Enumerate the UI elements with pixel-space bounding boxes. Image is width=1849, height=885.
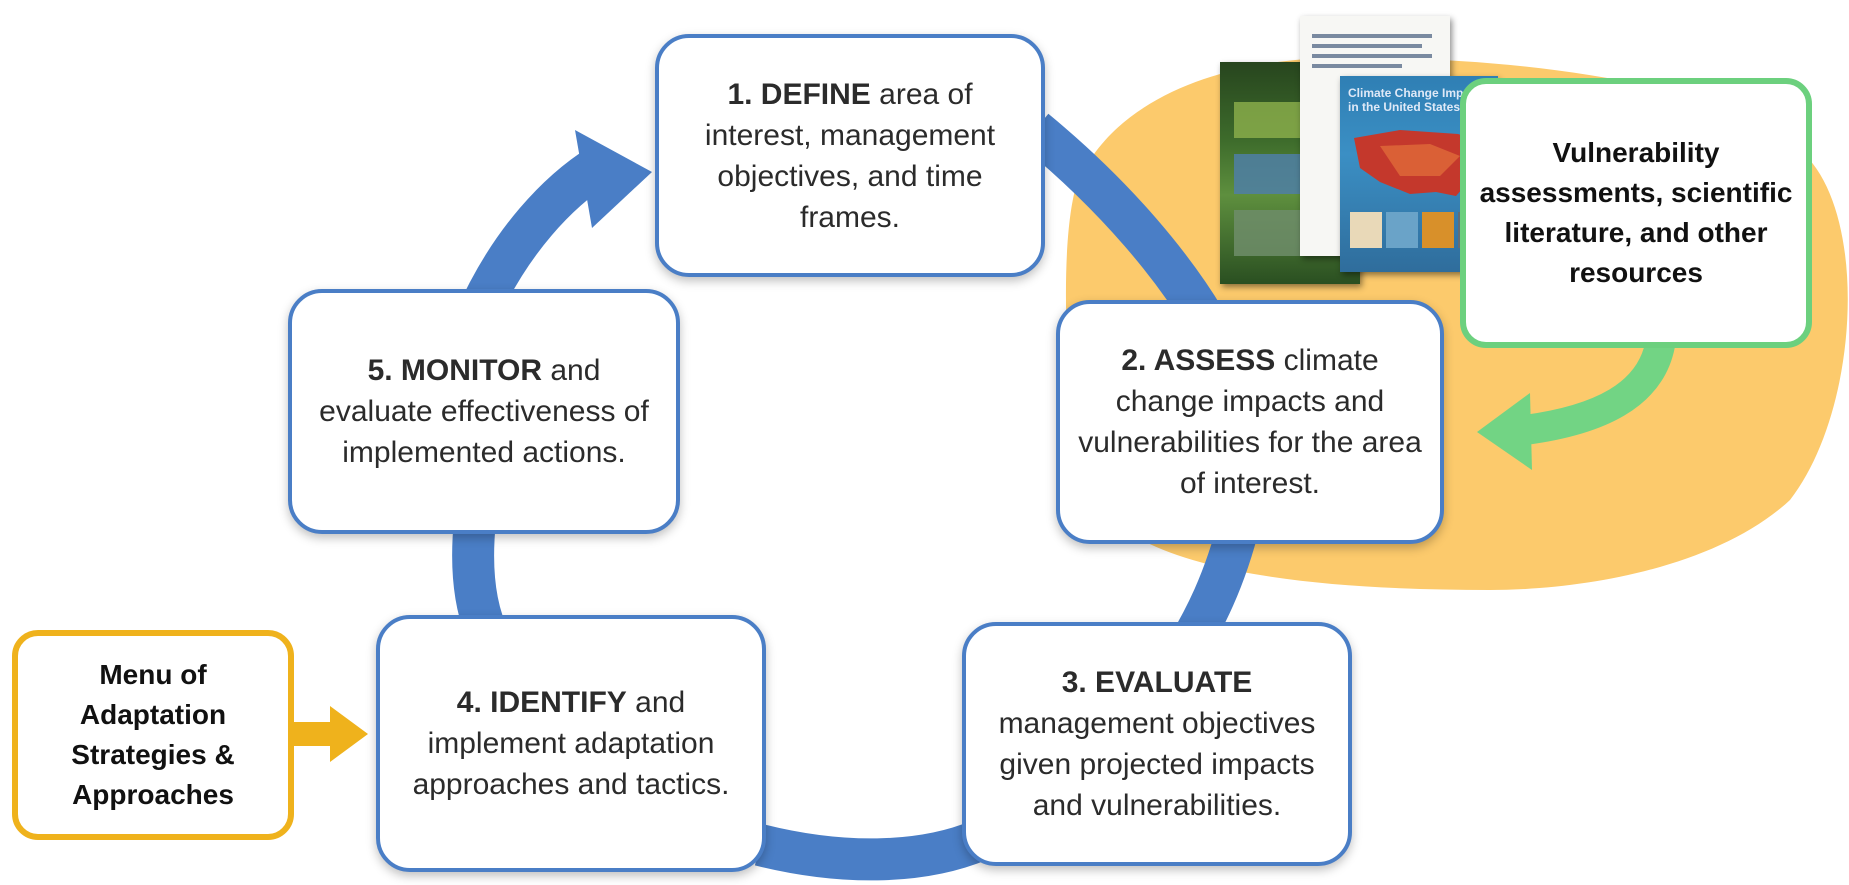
menu-arrowhead <box>330 706 368 762</box>
step-5-monitor-box: 5. MONITOR and evaluate effectiveness of… <box>288 289 680 534</box>
step-3-evaluate-box: 3. EVALUATE management objectives given … <box>962 622 1352 866</box>
step-3-description: management objectives given projected im… <box>998 707 1316 822</box>
resources-label: Vulnerability assessments, scientific li… <box>1479 137 1793 288</box>
step-1-text: 1. DEFINE area of interest, management o… <box>677 74 1023 238</box>
menu-label: Menu of Adaptation Strategies & Approach… <box>71 659 235 810</box>
cover-text-line <box>1312 44 1422 48</box>
menu-arrow-shaft <box>290 722 332 746</box>
menu-box: Menu of Adaptation Strategies & Approach… <box>12 630 294 840</box>
step-4-text: 4. IDENTIFY and implement adaptation app… <box>398 682 744 805</box>
cycle-arc-top-right <box>1021 113 1224 331</box>
step-3-text: 3. EVALUATE management objectives given … <box>984 662 1330 826</box>
cycle-arc-bottom <box>754 820 989 881</box>
step-2-description: climate change impacts and vulnerabiliti… <box>1078 344 1422 500</box>
step-5-keyword: 5. MONITOR <box>367 354 543 387</box>
cover-title: Climate Change Impacts in the United Sta… <box>1348 86 1488 114</box>
step-4-description: and implement adaptation approaches and … <box>412 686 730 801</box>
resources-box: Vulnerability assessments, scientific li… <box>1460 78 1812 348</box>
step-1-description: area of interest, management objectives,… <box>704 77 996 234</box>
step-1-keyword: 1. DEFINE <box>727 77 871 111</box>
step-5-text: 5. MONITOR and evaluate effectiveness of… <box>310 350 658 473</box>
step-2-assess-box: 2. ASSESS climate change impacts and vul… <box>1056 300 1444 544</box>
cover-text-line <box>1312 34 1432 38</box>
step-2-keyword: 2. ASSESS <box>1121 344 1276 377</box>
step-4-identify-box: 4. IDENTIFY and implement adaptation app… <box>376 615 766 872</box>
resource-arrow-shaft <box>1522 341 1675 445</box>
cover-text-line <box>1312 64 1402 68</box>
step-3-keyword: 3. EVALUATE <box>1061 666 1253 699</box>
step-4-keyword: 4. IDENTIFY <box>456 686 627 719</box>
step-1-define-box: 1. DEFINE area of interest, management o… <box>655 34 1045 277</box>
step-5-description: and evaluate effectiveness of implemente… <box>319 354 649 469</box>
resource-arrowhead <box>1477 393 1532 470</box>
step-2-text: 2. ASSESS climate change impacts and vul… <box>1078 340 1422 504</box>
cover-text-line <box>1312 54 1432 58</box>
cycle-arrowhead <box>575 130 652 228</box>
